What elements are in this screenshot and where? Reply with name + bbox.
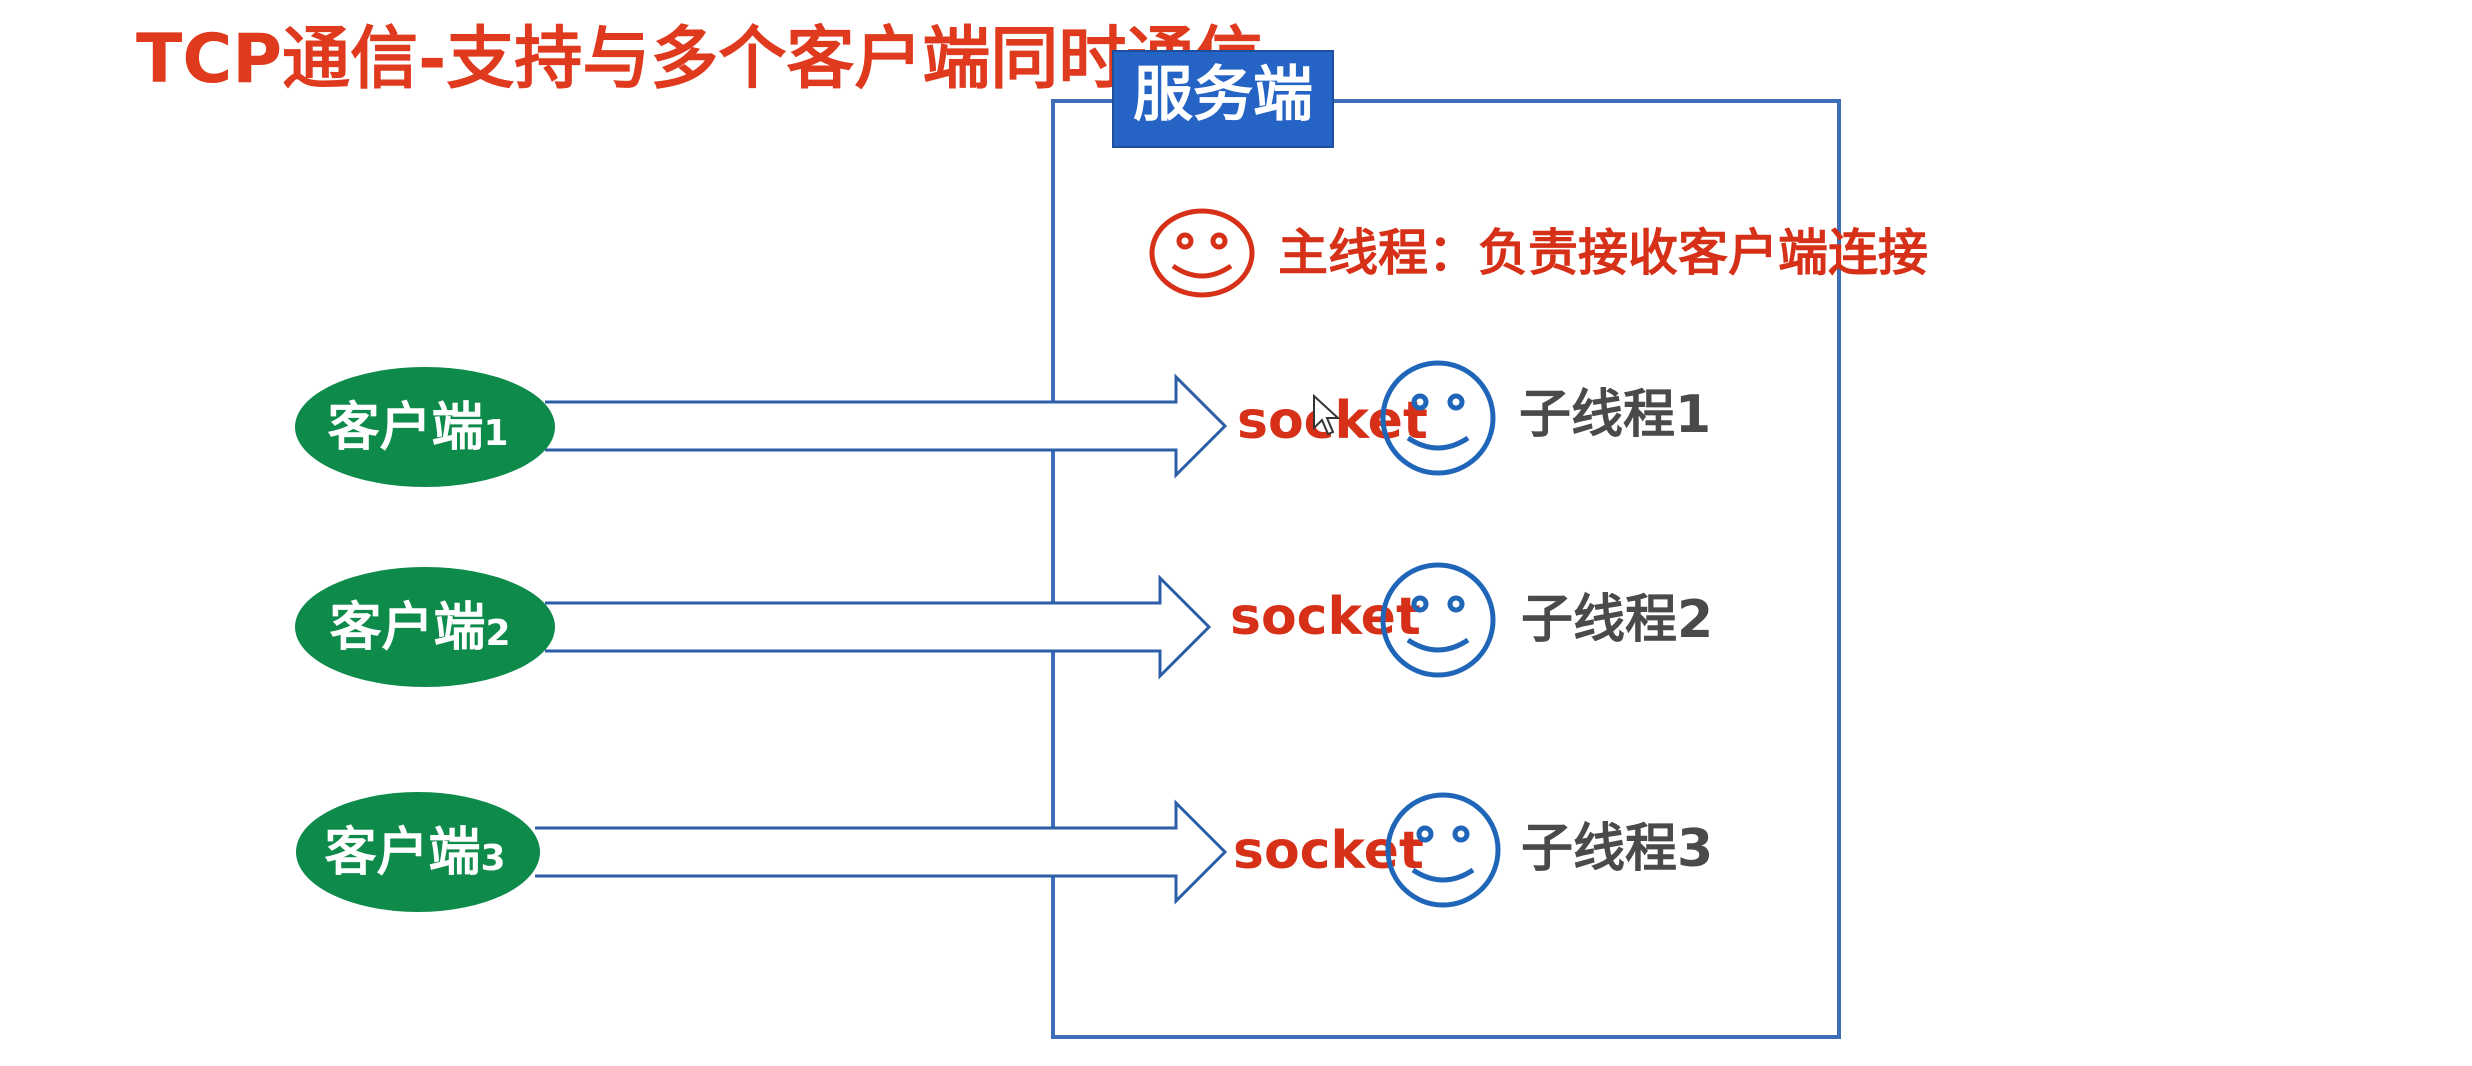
- connection-arrow-2: [545, 574, 1212, 680]
- connection-arrow-3: [535, 799, 1228, 905]
- mouse-cursor-icon: [1313, 393, 1341, 436]
- child-thread-smiley-face-icon-2: [1380, 562, 1496, 678]
- child-thread-label-1: 子线程1: [1519, 385, 1711, 445]
- child-thread-label-2: 子线程2: [1521, 590, 1713, 650]
- child-thread-smiley-face-icon-1: [1380, 360, 1496, 476]
- child-thread-smiley-face-icon-3: [1385, 792, 1501, 908]
- child-thread-label-3: 子线程3: [1521, 819, 1713, 879]
- client-label-1: 客户端1: [327, 398, 508, 458]
- main-thread-label: 主线程：负责接收客户端连接: [1278, 224, 1928, 282]
- client-ellipse-2[interactable]: [295, 567, 555, 687]
- client-ellipse-3[interactable]: [296, 792, 540, 912]
- socket-label-2: socket: [1230, 587, 1421, 647]
- connection-arrow-1: [545, 373, 1228, 479]
- server-label: 服务端: [1133, 60, 1313, 130]
- socket-label-1: socket: [1237, 391, 1428, 451]
- server-header: [1112, 50, 1334, 148]
- server-box: [1051, 99, 1841, 1039]
- client-ellipse-1[interactable]: [295, 367, 555, 487]
- client-label-2: 客户端2: [329, 598, 510, 658]
- client-label-3: 客户端3: [324, 823, 505, 883]
- page-title: TCP通信-支持与多个客户端同时通信: [136, 20, 1262, 99]
- main-thread-smiley-face-icon: [1149, 208, 1255, 298]
